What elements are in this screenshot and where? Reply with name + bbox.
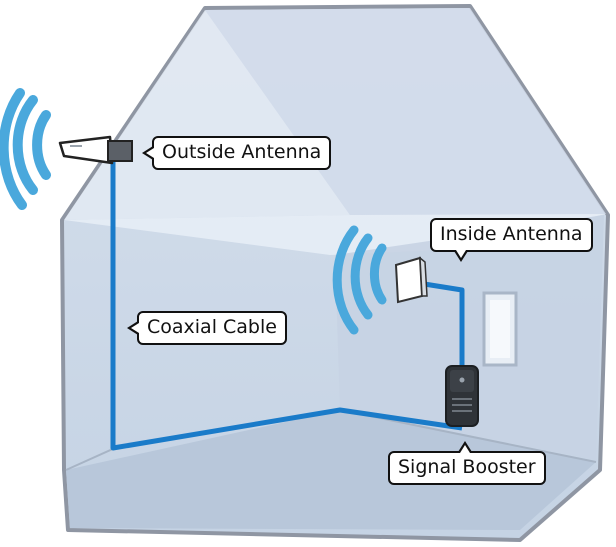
signal-waves-icon	[332, 225, 387, 335]
floor	[66, 410, 596, 530]
directional-antenna-icon	[58, 135, 133, 165]
booster-device-icon	[445, 365, 479, 427]
inside-antenna-label: Inside Antenna	[430, 218, 593, 262]
signal-booster-label: Signal Booster	[388, 441, 546, 485]
outside-antenna-label: Outside Antenna	[152, 136, 332, 170]
panel-antenna-icon	[394, 256, 428, 304]
roof-side	[205, 8, 606, 215]
signal-waves-icon	[0, 88, 51, 210]
coaxial-cable	[110, 160, 465, 451]
coaxial-cable-label: Coaxial Cable	[137, 311, 287, 345]
